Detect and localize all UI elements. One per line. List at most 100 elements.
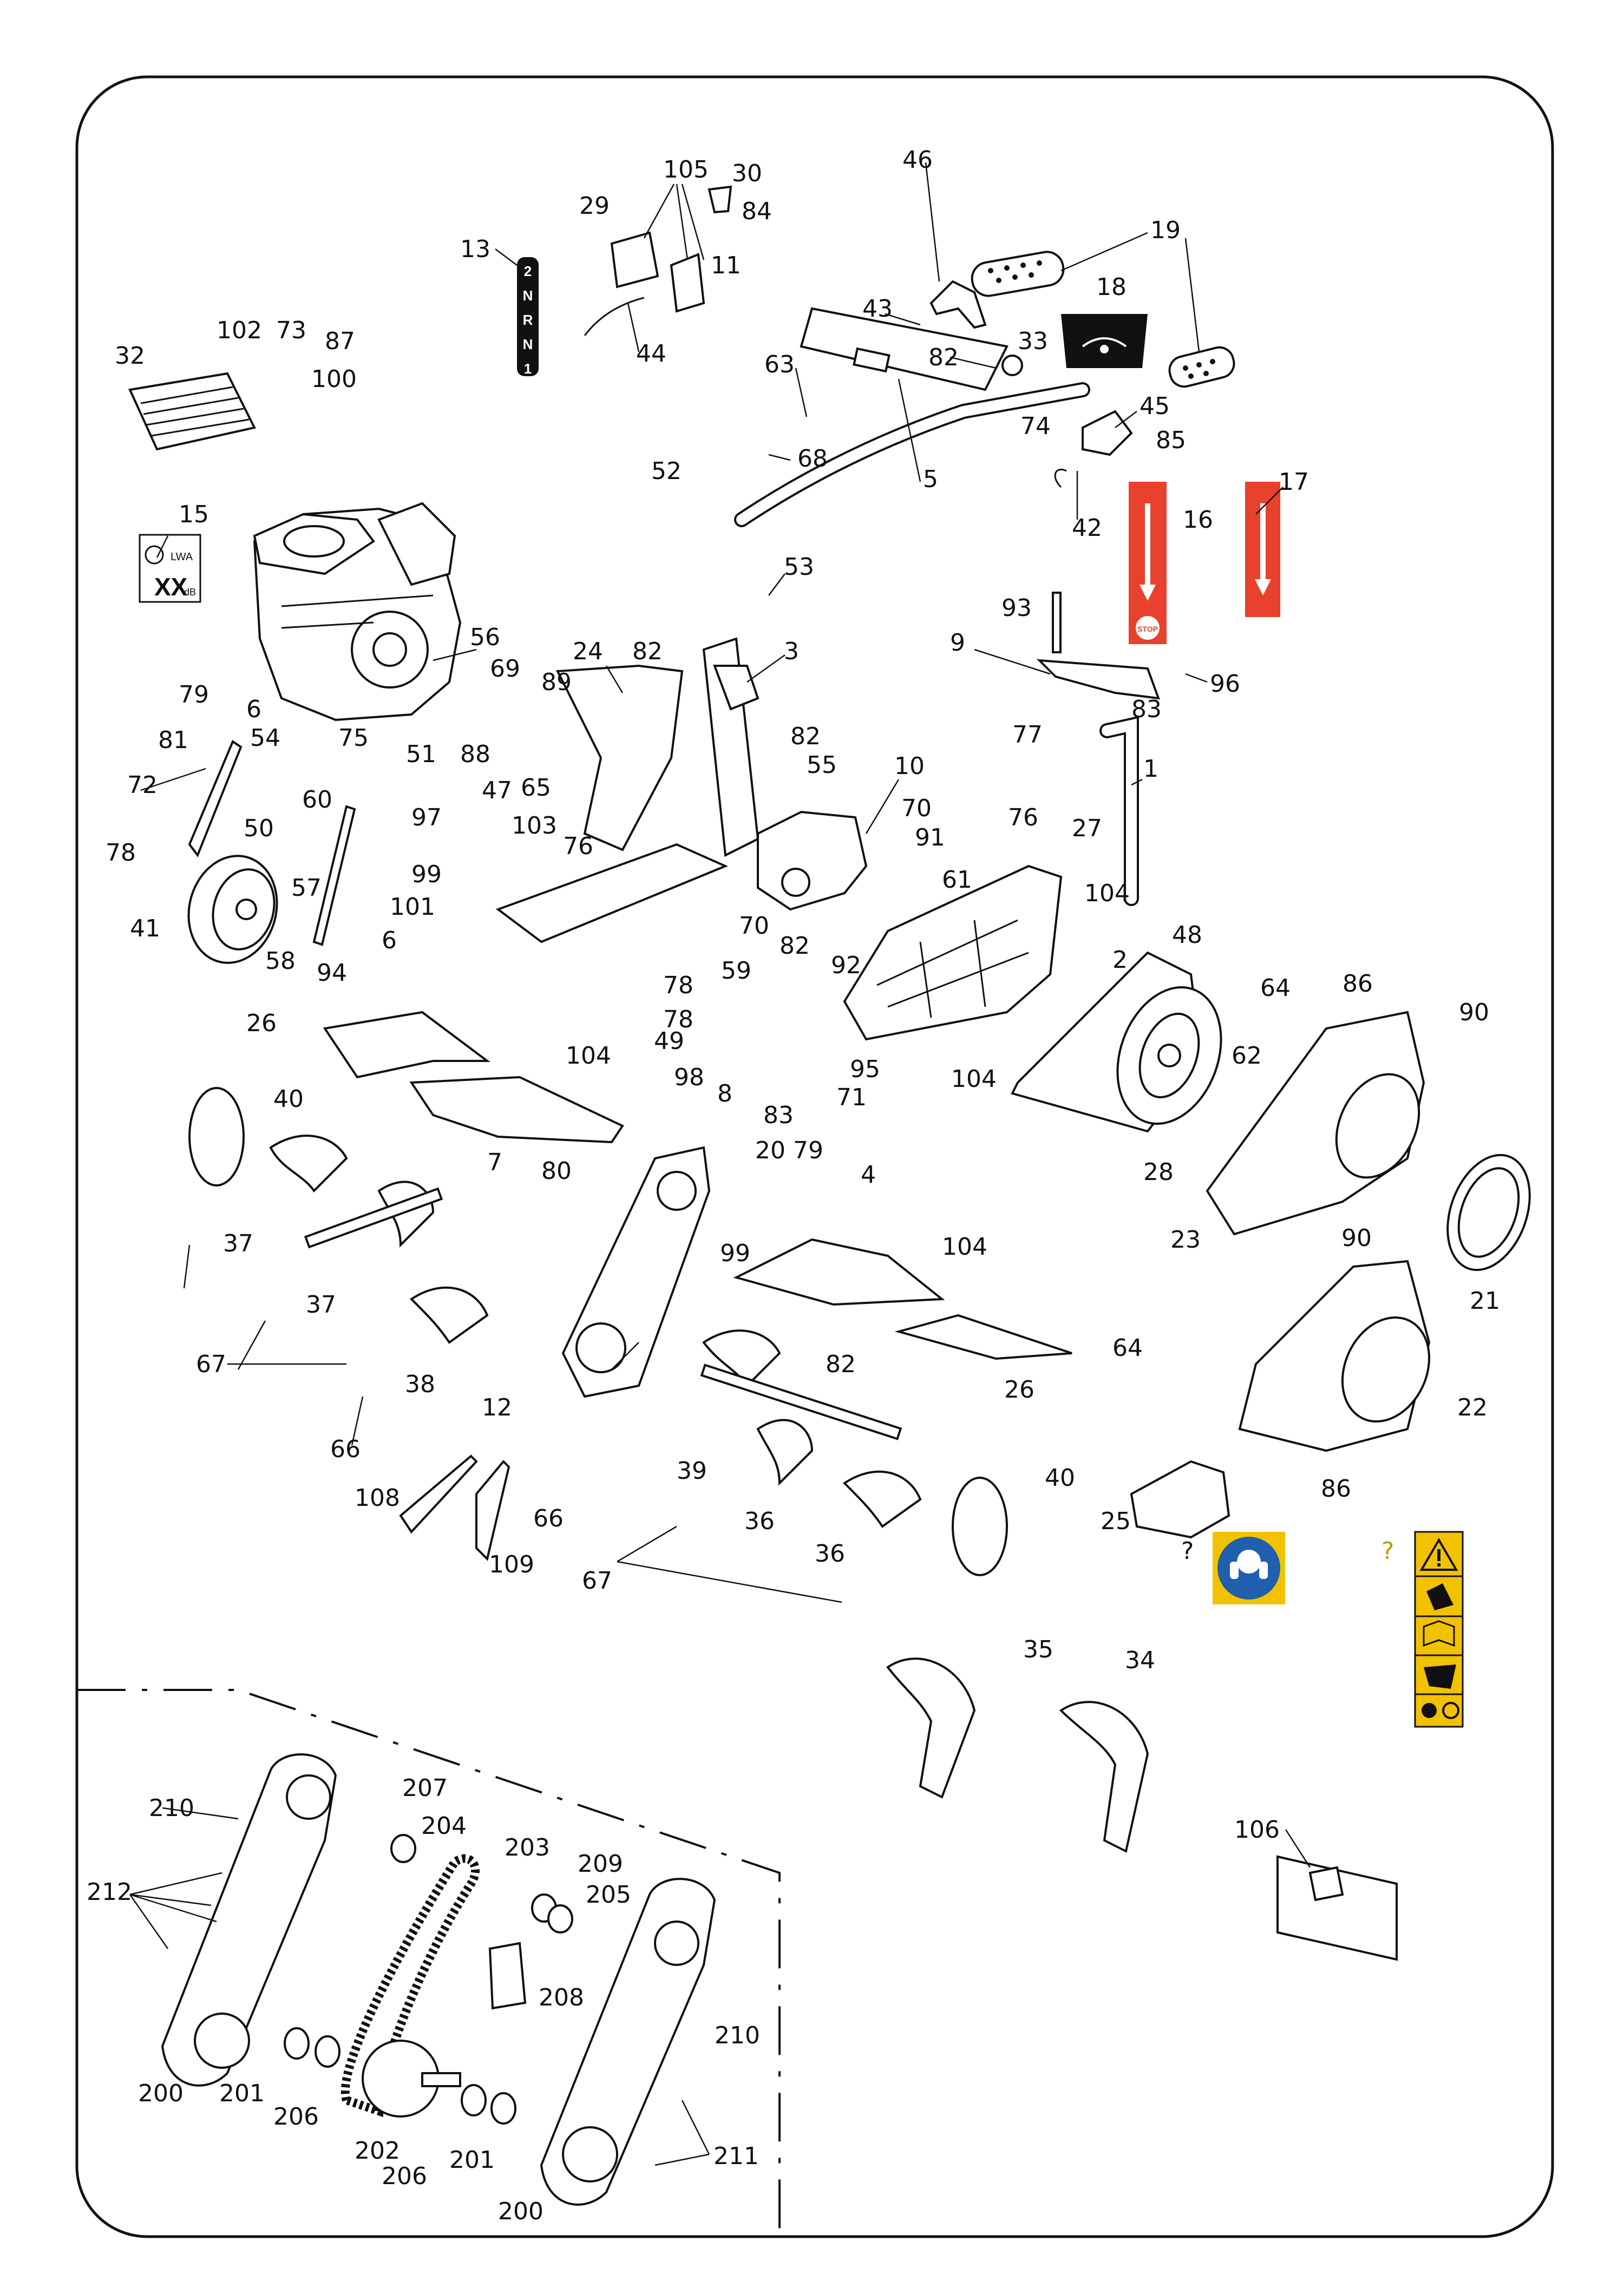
part-label: 79 <box>179 681 209 709</box>
inset-bearings <box>284 1834 573 2125</box>
part-label: 75 <box>338 724 369 752</box>
muffler-guard <box>128 372 256 451</box>
stop-decal-17 <box>1245 482 1280 617</box>
part-label: 208 <box>539 1984 584 2011</box>
part-label: 78 <box>663 1006 693 1033</box>
part-label: 45 <box>1140 392 1170 420</box>
part-label: 1 <box>1143 755 1158 783</box>
part-label: 40 <box>1045 1464 1075 1492</box>
part-label: 46 <box>902 146 933 174</box>
tines-35 <box>886 1657 976 1799</box>
transport-wheel <box>187 855 278 964</box>
part-label: 43 <box>862 295 893 323</box>
part-label: 86 <box>1343 970 1373 998</box>
warning-triangle-icon <box>1419 1538 1458 1571</box>
inset-chain-case-right <box>540 1878 716 2206</box>
part-label: 102 <box>217 317 262 344</box>
part-label: 203 <box>505 1834 550 1862</box>
shield-26a <box>323 1011 490 1079</box>
tines-right <box>700 1329 922 1528</box>
hand-grip-left <box>971 251 1065 297</box>
part-label: 205 <box>586 1881 631 1909</box>
noise-value-text: XX <box>154 573 188 601</box>
part-label: 2 <box>1112 946 1128 974</box>
part-label: 207 <box>402 1774 448 1802</box>
part-label: 201 <box>449 2146 495 2174</box>
throttle-cable <box>1054 468 1067 488</box>
part-label: 35 <box>1023 1636 1053 1663</box>
shield-7 <box>409 1076 624 1144</box>
part-label: 23 <box>1170 1226 1201 1254</box>
part-label: 61 <box>942 866 972 894</box>
part-label: 104 <box>951 1065 997 1093</box>
part-label: 206 <box>273 2103 319 2131</box>
engine <box>253 502 462 722</box>
part-label: 82 <box>780 932 810 960</box>
part-label: 71 <box>836 1084 867 1111</box>
tines-34 <box>1059 1701 1149 1853</box>
inset-chain <box>340 1854 480 2118</box>
part-label: 12 <box>482 1394 512 1421</box>
part-label: 58 <box>265 947 296 975</box>
part-label: 92 <box>831 952 861 979</box>
shift-plate: 2 N R N 1 <box>517 257 539 377</box>
part-label: 41 <box>130 915 160 942</box>
part-label: 66 <box>330 1436 361 1463</box>
part-label: 104 <box>942 1233 987 1261</box>
belt-pulley <box>1011 951 1222 1133</box>
gear-plate-11 <box>670 253 705 313</box>
part-label: 83 <box>763 1102 794 1129</box>
part-label: 79 <box>793 1137 823 1164</box>
part-label: 50 <box>244 815 274 842</box>
part-label: 11 <box>711 252 741 279</box>
part-label: 5 <box>923 466 938 493</box>
disc-40b <box>952 1477 1008 1576</box>
clutch-lever <box>929 280 987 329</box>
part-label: 209 <box>578 1850 623 1878</box>
ear-protection-icon <box>1230 1550 1268 1579</box>
part-label: 62 <box>1232 1042 1262 1070</box>
part-label: 81 <box>158 726 188 754</box>
part-label: 90 <box>1341 1224 1372 1252</box>
part-label: 85 <box>1156 427 1186 454</box>
rotating-tine-hazard-icon <box>1424 1664 1456 1689</box>
fuel-hazard-icon <box>1422 1702 1459 1719</box>
part-label: 22 <box>1457 1394 1488 1421</box>
part-label: 64 <box>1112 1334 1143 1362</box>
part-label: 34 <box>1125 1647 1155 1674</box>
part-label: 56 <box>470 624 500 651</box>
part-label: 101 <box>390 893 435 921</box>
part-label: 70 <box>901 795 932 822</box>
part-label: 36 <box>744 1508 775 1535</box>
page-frame <box>75 75 1554 2238</box>
chain-case <box>561 1146 711 1398</box>
handlebar <box>702 270 1090 527</box>
part-label: 15 <box>179 501 209 528</box>
part-label: 74 <box>1020 412 1051 440</box>
shift-position-2: 2 <box>524 263 532 279</box>
inset-boundary <box>77 1689 781 2237</box>
stop-text: STOP <box>1137 625 1158 633</box>
noise-unit-text: dB <box>184 587 196 598</box>
part-label: 6 <box>382 927 397 954</box>
part-label: 87 <box>325 327 355 355</box>
ear-protection-decal <box>1213 1532 1285 1604</box>
inset-chain-case-left <box>161 1753 337 2087</box>
part-label: 38 <box>405 1371 435 1398</box>
cap-25 <box>1130 1460 1230 1539</box>
part-label: 78 <box>106 839 136 867</box>
part-label: 27 <box>1072 815 1102 842</box>
part-label: 106 <box>1234 1816 1280 1844</box>
part-label: 72 <box>127 771 158 799</box>
part-label: 97 <box>411 804 442 831</box>
outer-cover-22 <box>1238 1260 1431 1452</box>
part-label: 204 <box>421 1812 467 1840</box>
part-label: 54 <box>250 724 280 752</box>
part-label: 91 <box>915 824 945 851</box>
part-label: 78 <box>663 972 693 999</box>
part-label: 76 <box>563 833 593 860</box>
part-label: 4 <box>861 1161 876 1189</box>
part-label: 36 <box>815 1540 845 1568</box>
part-label: 29 <box>579 192 610 220</box>
